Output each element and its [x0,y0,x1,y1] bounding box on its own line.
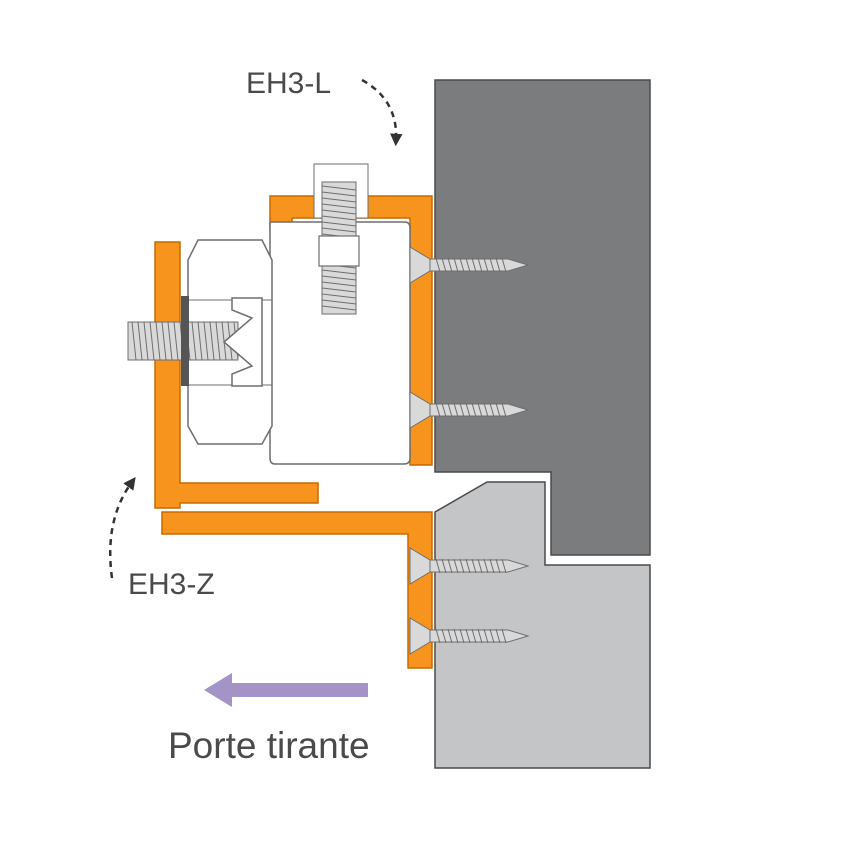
screw-thread [435,628,441,644]
screw-thread [471,257,477,273]
screw-thread [209,321,215,361]
screw-thread [489,402,495,418]
screw-thread [149,321,155,361]
screw-thread [161,321,167,361]
adjuster-housing [269,221,411,465]
screw-thread [459,558,465,574]
screw-thread [447,628,453,644]
curved-dashed-arrow-icon [361,78,403,147]
screw-thread [453,628,459,644]
screw-thread [447,558,453,574]
wood-screw [409,617,530,655]
screw-thread [453,402,459,418]
screw-thread [441,257,447,273]
screw-thread [321,197,357,203]
screw-thread [447,257,453,273]
screw-thread [447,402,453,418]
screw-thread [501,402,507,418]
screw-thread [471,628,477,644]
cam-lock [222,297,263,387]
screw-thread [321,299,357,305]
screw-thread [321,287,357,293]
screw-thread [321,305,357,311]
screw-thread [477,257,483,273]
screw-thread [465,558,471,574]
screw-thread [321,191,357,197]
screw-thread [435,402,441,418]
screw-thread [321,185,357,191]
screw-thread [483,558,489,574]
screw-thread [143,321,149,361]
screw-thread [203,321,209,361]
screw-thread [495,257,501,273]
vertical-screw-nut [318,235,360,267]
screw-thread [489,558,495,574]
porte-tirante-caption: Porte tirante [168,725,370,766]
curved-dashed-arrow-icon [109,476,136,579]
washer [181,296,189,386]
screw-thread [489,257,495,273]
screw-thread [459,257,465,273]
screw-thread [441,628,447,644]
eh3-z-bracket-leg [161,511,433,669]
wood-screw [409,246,530,284]
arrow-left-icon [204,673,368,707]
screw-thread [495,558,501,574]
screw-thread [321,281,357,287]
screw-thread [453,257,459,273]
screw-thread [221,321,227,361]
screw-thread [477,558,483,574]
screw-thread [441,402,447,418]
screw-thread [131,321,137,361]
eh3-z-label: EH3-Z [128,568,215,601]
screw-thread [471,558,477,574]
screw-thread [495,628,501,644]
screw-thread [197,321,203,361]
screw-thread [173,321,179,361]
eh3-l-label: EH3-L [246,67,331,100]
screw-thread [459,402,465,418]
screw-thread [321,227,357,233]
screw-thread [321,209,357,215]
screw-thread [495,402,501,418]
screw-thread [435,257,441,273]
screw-thread [465,402,471,418]
screw-thread [483,402,489,418]
screw-thread [321,269,357,275]
screw-thread [321,221,357,227]
screw-thread [483,257,489,273]
lower-door-panel [434,481,651,769]
screw-thread [501,628,507,644]
screw-thread [501,257,507,273]
screw-thread [137,321,143,361]
screw-thread [167,321,173,361]
screw-thread [321,203,357,209]
screw-thread [465,257,471,273]
screw-thread [441,558,447,574]
screw-thread [501,558,507,574]
wood-screw [409,547,530,585]
screw-thread [191,321,197,361]
wood-screw [409,391,530,429]
screw-thread [471,402,477,418]
screw-thread [321,293,357,299]
screw-thread [215,321,221,361]
screw-thread [459,628,465,644]
screw-thread [489,628,495,644]
screw-thread [483,628,489,644]
screw-thread [321,275,357,281]
screw-thread [453,558,459,574]
screw-thread [477,628,483,644]
upper-door-panel [434,79,651,556]
screw-thread [477,402,483,418]
screw-thread [155,321,161,361]
screw-thread [435,558,441,574]
screw-thread [321,215,357,221]
screw-thread [465,628,471,644]
